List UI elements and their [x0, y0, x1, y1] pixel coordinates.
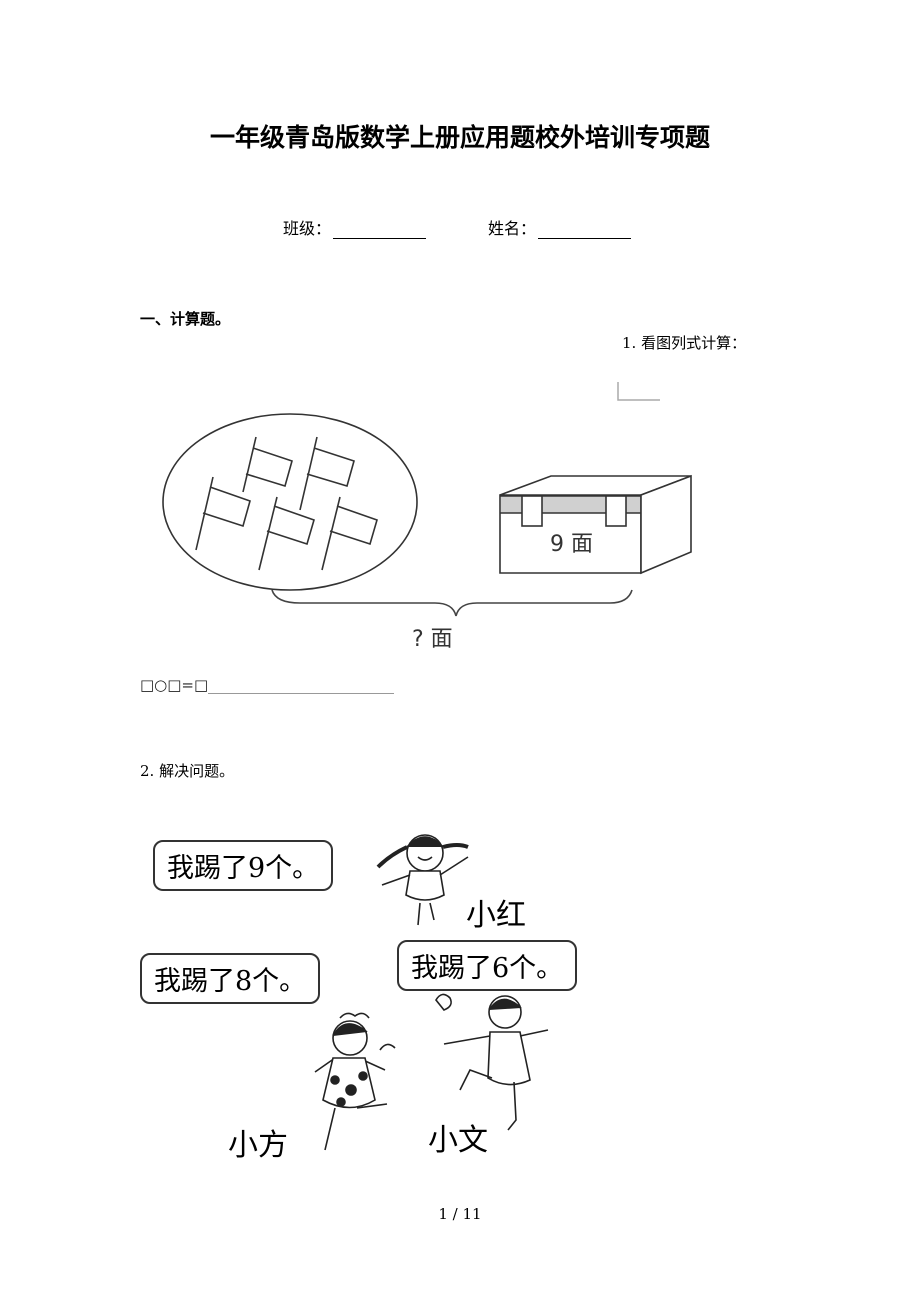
name-xiaohong: 小红 — [466, 898, 526, 933]
question-1-label: 1. 看图列式计算： — [622, 334, 747, 352]
box-label: 9 面 — [550, 532, 593, 557]
section-heading: 一、计算题。 — [140, 310, 231, 328]
question-2-label: 2. 解决问题。 — [140, 762, 235, 780]
page-title: 一年级青岛版数学上册应用题校外培训专项题 — [209, 123, 710, 152]
name-label: 姓名： — [488, 219, 537, 238]
speech-bubble-xiaowen: 我踢了6个。 — [397, 940, 578, 991]
total-label: ? 面 — [412, 627, 453, 652]
name-xiaowen: 小文 — [428, 1123, 488, 1158]
girl-xiaohong-illustration — [376, 834, 469, 926]
corner-mark — [617, 382, 660, 401]
name-field: 姓名： — [488, 215, 632, 239]
page-number: 1 / 11 — [438, 1205, 482, 1223]
class-blank[interactable] — [333, 222, 427, 239]
name-xiaofang: 小方 — [228, 1128, 288, 1163]
girl-xiaofang-illustration — [314, 1012, 396, 1151]
equation-template[interactable]: □○□=□ — [140, 676, 209, 694]
speech-bubble-xiaofang: 我踢了8个。 — [140, 953, 321, 1004]
flags-figure: 9 面 ? 面 — [162, 413, 692, 652]
answer-blank[interactable] — [208, 677, 395, 694]
class-label: 班级： — [283, 219, 332, 238]
class-field: 班级： — [283, 215, 427, 239]
flags-ellipse — [162, 413, 418, 591]
equation-line: □○□=□ — [140, 676, 395, 694]
brace — [271, 589, 633, 617]
name-blank[interactable] — [538, 222, 632, 239]
speech-bubble-xiaohong: 我踢了9个。 — [153, 840, 334, 891]
box-icon — [499, 474, 692, 575]
girl-xiaowen-illustration — [435, 993, 549, 1131]
